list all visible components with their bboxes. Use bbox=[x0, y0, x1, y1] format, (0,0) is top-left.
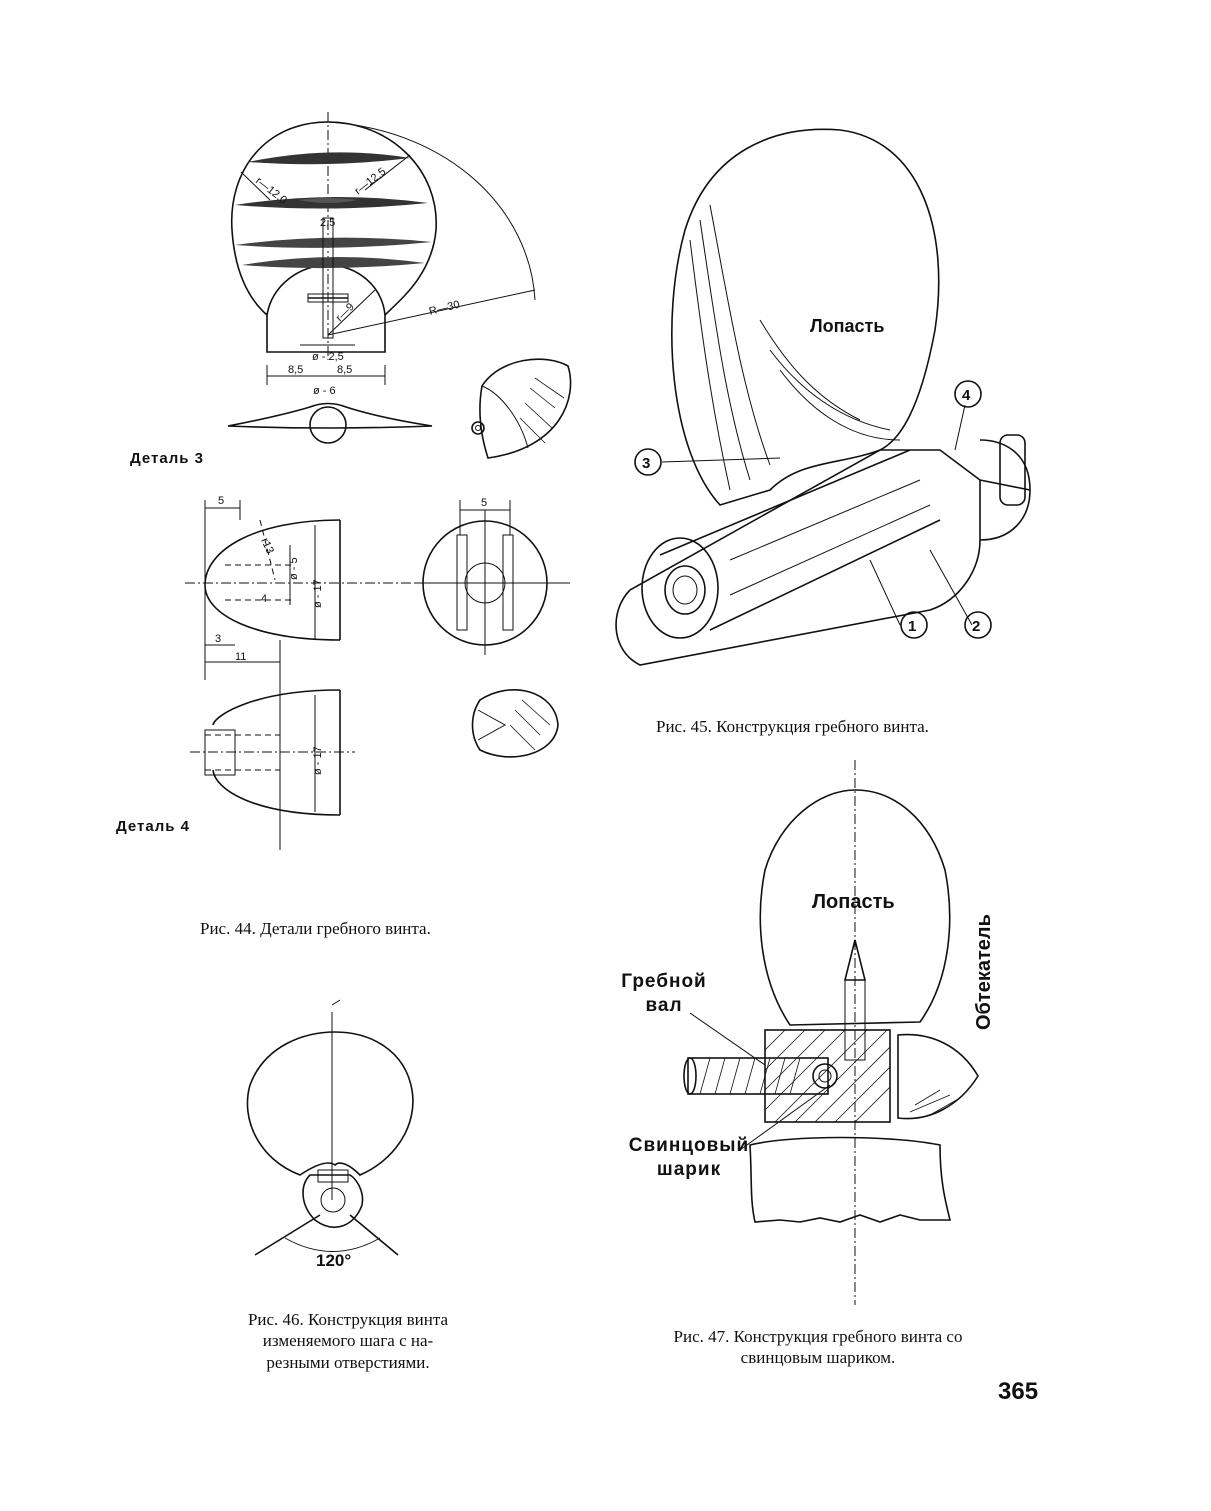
fig47-caption-line2: свинцовым шариком. bbox=[740, 1348, 896, 1368]
fig46-drawing: 120° bbox=[246, 999, 414, 1270]
fig47-blade-bottom bbox=[749, 1136, 952, 1223]
dim-11: 11 bbox=[235, 651, 246, 663]
dim-5-circle: 5 bbox=[481, 497, 487, 509]
fig46-caption-line2: изменяемого шага с на- bbox=[262, 1331, 434, 1351]
fig46-caption: Рис. 46. Конструкция винта изменяемого ш… bbox=[228, 1309, 468, 1373]
fig47-caption-line1: Рис. 47. Конструкция гребного винта со bbox=[673, 1327, 963, 1346]
detail3-label: Деталь 3 bbox=[130, 450, 204, 467]
dim-phi-5: ø - 5 bbox=[288, 557, 300, 580]
svg-text:3: 3 bbox=[642, 455, 650, 472]
fig46-caption-line3: резными отверстиями. bbox=[266, 1352, 430, 1372]
fig44-nut-sketch bbox=[471, 689, 559, 758]
fig47-ball-label-line1: Свинцовый bbox=[628, 1135, 750, 1156]
fig45-blade-label: Лопасть bbox=[810, 316, 884, 336]
svg-text:4: 4 bbox=[962, 387, 971, 404]
detail4-label: Деталь 4 bbox=[116, 818, 190, 835]
hub-hatching bbox=[764, 1029, 891, 1123]
fig47-ball-label: Свинцовый шарик bbox=[624, 1134, 754, 1182]
fig47-drawing: Лопасть Обтекатель bbox=[683, 760, 995, 1305]
fig46-caption-line1: Рис. 46. Конструкция винта bbox=[247, 1310, 449, 1329]
fig44-detail4-drawing: 5 r13 ø - 5 ø - 17 4 3 11 5 ø - 17 bbox=[185, 495, 570, 850]
dim-r13: r13 bbox=[258, 536, 276, 555]
fig47-shaft-label-line1: Гребной bbox=[621, 971, 707, 992]
dim-4: 4 bbox=[261, 593, 267, 605]
fig44-caption: Рис. 44. Детали гребного винта. bbox=[200, 919, 431, 938]
svg-text:2: 2 bbox=[972, 618, 980, 635]
dim-R30: R—30 bbox=[428, 299, 461, 318]
callout-2: 2 bbox=[964, 611, 992, 639]
dim-phi-2-5: ø - 2,5 bbox=[312, 351, 344, 363]
fig47-fairing bbox=[897, 1033, 979, 1120]
fig47-blade-label: Лопасть bbox=[812, 891, 895, 913]
fig47-ball-label-line2: шарик bbox=[656, 1159, 722, 1180]
fig47-fairing-label: Обтекатель bbox=[973, 914, 995, 1030]
blade-profile bbox=[227, 402, 433, 429]
dim-phi-17-b: ø - 17 bbox=[312, 746, 324, 775]
fig45-blade bbox=[671, 128, 940, 506]
dim-2-5: 2,5 bbox=[320, 217, 335, 229]
fig46-angle: 120° bbox=[316, 1251, 351, 1270]
dim-8-5-left: 8,5 bbox=[288, 364, 303, 376]
hub-arch bbox=[266, 264, 386, 316]
fig47-blade-top bbox=[759, 789, 951, 1026]
dim-r12-5: r—12,5 bbox=[352, 166, 388, 198]
callout-4: 4 bbox=[954, 380, 982, 408]
fig44-cap-sketch bbox=[471, 358, 572, 459]
page-number: 365 bbox=[998, 1378, 1039, 1405]
dim-phi-6: ø - 6 bbox=[313, 385, 336, 397]
blade-shading bbox=[689, 204, 901, 491]
fig47-caption: Рис. 47. Конструкция гребного винта со с… bbox=[628, 1326, 1008, 1369]
fig45-drawing: 3 4 1 2 Лопасть bbox=[615, 128, 1031, 666]
fig44-detail3-drawing: r—12,0 r—12,5 2,5 r—9 R—30 ø - 2,5 8,5 8… bbox=[227, 112, 536, 444]
dim-8-5-right: 8,5 bbox=[337, 364, 352, 376]
fig47-shaft-label: Гребной вал bbox=[616, 970, 712, 1018]
dim-5-left: 5 bbox=[218, 495, 224, 507]
dim-r9: r—9 bbox=[334, 301, 357, 324]
fig45-caption: Рис. 45. Конструкция гребного винта. bbox=[656, 717, 929, 736]
blade-sections bbox=[235, 152, 432, 269]
dim-phi-17-a: ø - 17 bbox=[312, 579, 324, 608]
dim-3: 3 bbox=[215, 633, 221, 645]
fig46-blade bbox=[246, 1031, 414, 1176]
svg-text:1: 1 bbox=[908, 618, 916, 635]
callout-3: 3 bbox=[634, 448, 662, 476]
callout-1: 1 bbox=[900, 611, 928, 639]
fig47-shaft-label-line2: вал bbox=[645, 995, 683, 1016]
